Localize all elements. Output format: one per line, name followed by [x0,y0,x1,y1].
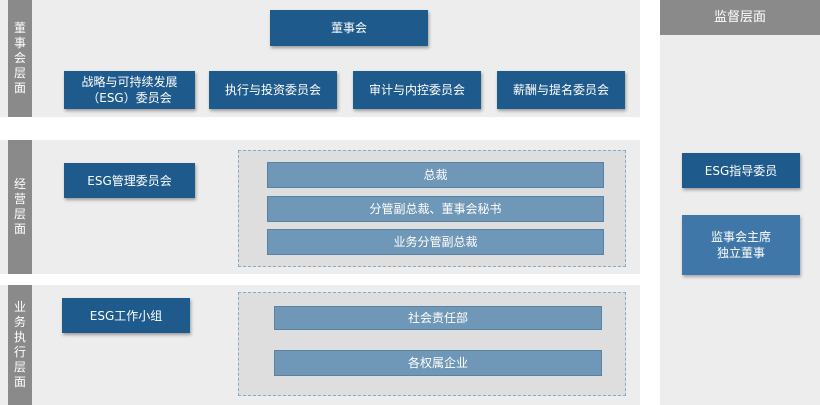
label-char: 面 [13,81,26,95]
esg-working-group-box: ESG工作小组 [62,298,190,333]
business-vice-president-box: 业务分管副总裁 [267,229,604,255]
label-char: 层 [13,360,26,374]
supervision-level-label: 监督层面 [660,0,820,35]
social-responsibility-dept-box: 社会责任部 [274,306,602,330]
vice-president-secretary-box: 分管副总裁、董事会秘书 [267,196,604,222]
label-char: 务 [13,315,26,329]
label-char: 执 [13,330,26,344]
supervision-level-panel [660,0,820,405]
label-char: 层 [13,66,26,80]
label-char: 行 [13,345,26,359]
strategy-esg-committee-box: 战略与可持续发展 （ESG）委员会 [64,71,195,109]
management-level-label: 经 营 层 面 [8,140,32,274]
label-char: 营 [13,192,26,206]
execution-level-label: 业 务 执 行 层 面 [8,285,32,405]
label-char: 董 [13,21,26,35]
label-char: 业 [13,300,26,314]
label-char: 事 [13,36,26,50]
label-char: 面 [13,375,26,389]
president-box: 总裁 [267,162,604,188]
board-level-label: 董 事 会 层 面 [8,0,32,117]
board-of-directors-box: 董事会 [270,10,428,46]
compensation-nomination-committee-box: 薪酬与提名委员会 [497,71,625,109]
label-char: 面 [13,222,26,236]
label-char: 层 [13,207,26,221]
esg-advisory-member-box: ESG指导委员 [682,153,800,188]
supervisory-chair-independent-director-box: 监事会主席 独立董事 [682,215,800,275]
subsidiaries-box: 各权属企业 [274,350,602,376]
esg-management-committee-box: ESG管理委员会 [64,163,195,198]
label-char: 经 [13,177,26,191]
execution-investment-committee-box: 执行与投资委员会 [209,71,337,109]
label-char: 会 [13,51,26,65]
audit-internal-control-committee-box: 审计与内控委员会 [353,71,481,109]
